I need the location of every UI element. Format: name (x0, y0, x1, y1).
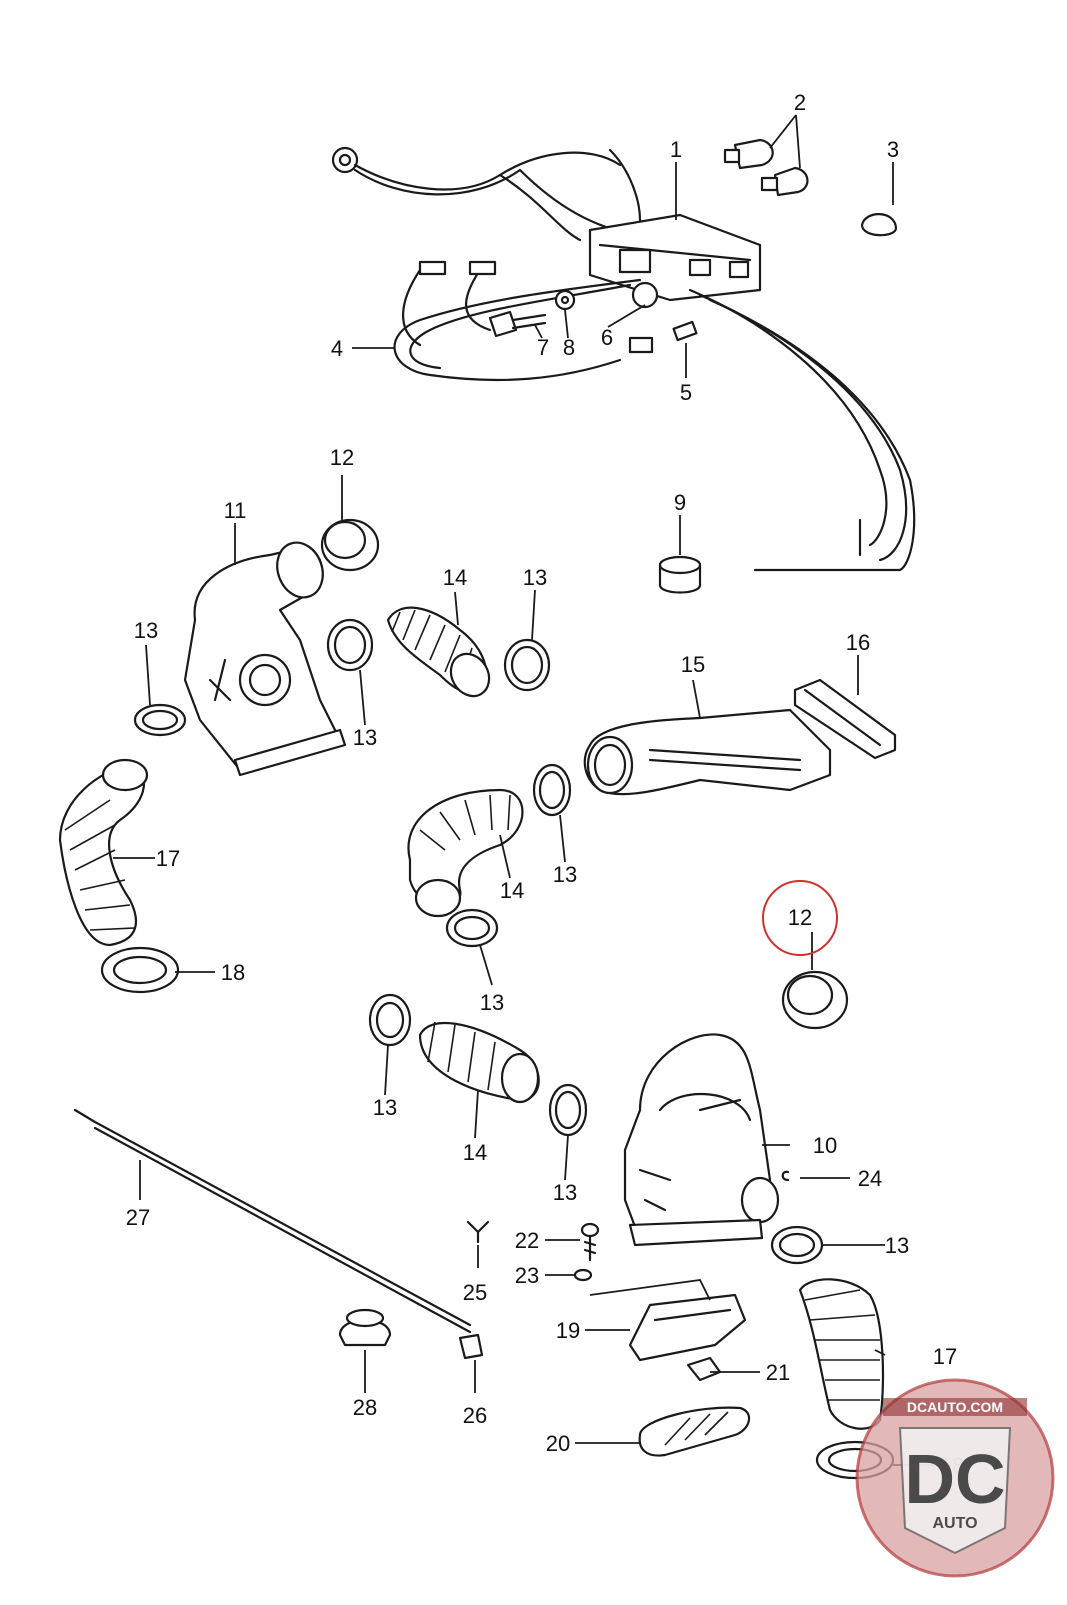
ring-12-b (781, 970, 849, 1030)
hose-14-c (418, 1021, 540, 1104)
cable-27 (73, 1108, 472, 1334)
foam-filter (658, 555, 702, 594)
cover-19 (628, 1293, 747, 1362)
watermark-site-text: DCAUTO.COM (907, 1399, 1003, 1415)
cap (860, 213, 898, 237)
clip-21 (686, 1356, 722, 1382)
highlight-circle (762, 880, 838, 956)
clip-26 (458, 1333, 484, 1360)
grille-20 (638, 1406, 751, 1457)
duct-gasket (793, 678, 897, 760)
wiring-harness (331, 146, 916, 572)
seal-ring-18-a (100, 946, 180, 994)
hose-14-a (386, 606, 491, 698)
hose-17-a (58, 758, 149, 947)
knob-pair (723, 138, 809, 197)
screw-22 (580, 1222, 600, 1262)
clip-25 (466, 1220, 490, 1244)
hose-14-b (407, 788, 524, 918)
watermark-logo-word: AUTO (932, 1515, 977, 1532)
grommet-28 (338, 1308, 392, 1347)
hose-clamps (133, 618, 824, 1265)
leader-lines (113, 114, 935, 1466)
clip-24 (781, 1170, 790, 1182)
blower-assembly-upper (183, 541, 347, 777)
air-duct (583, 708, 832, 796)
washer-23 (573, 1268, 593, 1282)
dcauto-watermark-logo: DCAUTO.COM DC AUTO (855, 1378, 1055, 1578)
watermark-logo-letters: DC (904, 1440, 1005, 1518)
ring-12-a (320, 518, 380, 572)
blower-assembly-lower (623, 1033, 780, 1247)
